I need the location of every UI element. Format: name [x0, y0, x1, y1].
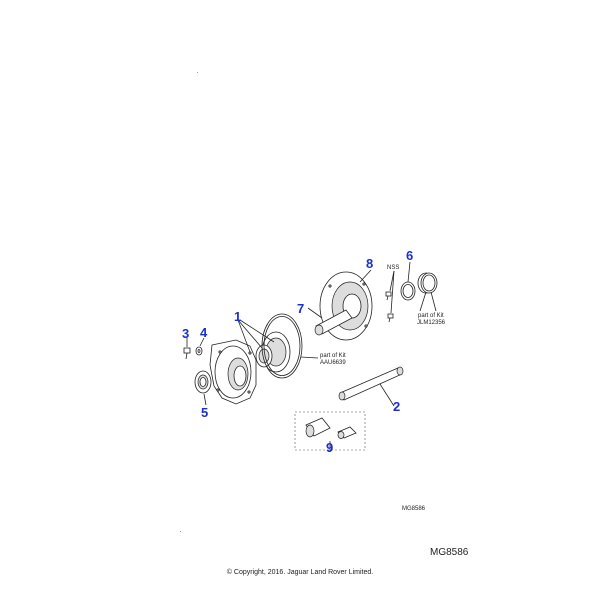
figure-reference-small: MG8586 [402, 506, 426, 512]
pump-housing [209, 339, 257, 405]
callout-7: 7 [297, 301, 304, 316]
gear-set-part-1 [255, 331, 291, 373]
nss-bolts [385, 291, 394, 323]
callout-9: 9 [326, 440, 333, 455]
nss-note: NSS [387, 265, 399, 271]
o-ring [261, 313, 303, 379]
input-shaft-part-2 [338, 366, 404, 401]
leader-lines [186, 261, 437, 452]
callout-1: 1 [234, 309, 241, 324]
oil-seal-part-5 [194, 370, 212, 394]
figure-reference-large: MG8586 [430, 547, 469, 558]
callout-4: 4 [200, 325, 208, 340]
seal-rings-part-6 [400, 272, 438, 301]
copyright-notice: © Copyright, 2016. Jaguar Land Rover Lim… [226, 569, 374, 576]
callout-8: 8 [366, 256, 373, 271]
kit-note-a-line1: part of Kit [320, 353, 346, 359]
kit-note-a-line2: AAU6639 [320, 360, 346, 366]
stator-shaft-part-7 [314, 309, 353, 336]
callout-2: 2 [393, 399, 400, 414]
kit-box-part-9 [294, 411, 366, 451]
scan-speck [180, 531, 181, 532]
washer-part-4 [195, 346, 203, 356]
callout-3: 3 [182, 326, 189, 341]
scan-speck [197, 72, 198, 73]
bolt-part-3 [183, 347, 191, 360]
callout-5: 5 [201, 405, 208, 420]
callout-6: 6 [406, 248, 413, 263]
kit-note-b-line1: part of Kit [418, 313, 444, 319]
kit-note-b-line2: JLM12356 [417, 320, 446, 326]
